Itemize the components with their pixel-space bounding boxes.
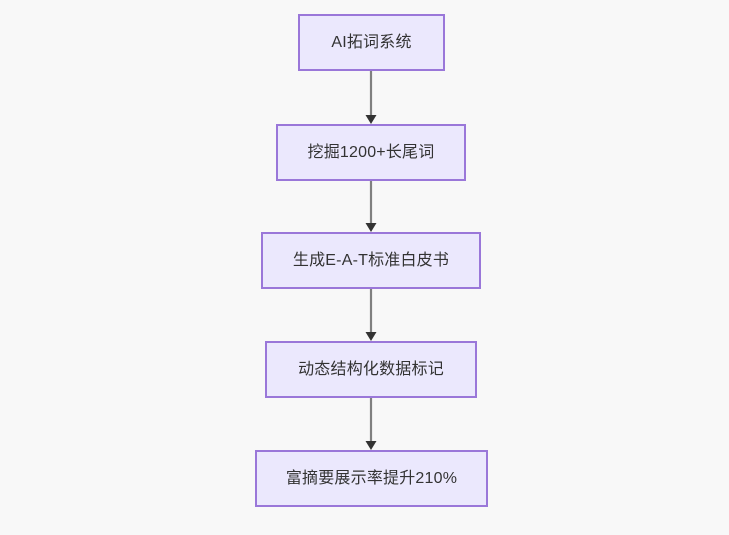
edge-node-3-to-node-4 [363, 289, 379, 341]
flow-node-label: AI拓词系统 [331, 33, 412, 51]
flow-node-label: 生成E-A-T标准白皮书 [292, 251, 450, 269]
arrow-connector-icon [365, 181, 377, 232]
arrow-connector-icon [365, 398, 377, 450]
flow-node-dynamic-structured-data-markup[interactable]: 动态结构化数据标记 [265, 341, 477, 398]
flow-node-ai-keyword-system[interactable]: AI拓词系统 [298, 14, 445, 71]
edge-node-4-to-node-5 [363, 398, 379, 450]
arrow-connector-icon [365, 71, 377, 124]
flow-node-mine-longtail-keywords[interactable]: 挖掘1200+长尾词 [276, 124, 466, 181]
flow-node-label: 挖掘1200+长尾词 [307, 143, 435, 161]
edge-node-2-to-node-3 [363, 181, 379, 232]
flow-node-label: 富摘要展示率提升210% [285, 469, 458, 487]
flow-node-rich-snippet-impression-uplift[interactable]: 富摘要展示率提升210% [255, 450, 488, 507]
flow-node-label: 动态结构化数据标记 [298, 360, 444, 378]
arrow-connector-icon [365, 289, 377, 341]
edge-node-1-to-node-2 [363, 71, 379, 124]
flow-node-generate-eat-whitepaper[interactable]: 生成E-A-T标准白皮书 [261, 232, 481, 289]
